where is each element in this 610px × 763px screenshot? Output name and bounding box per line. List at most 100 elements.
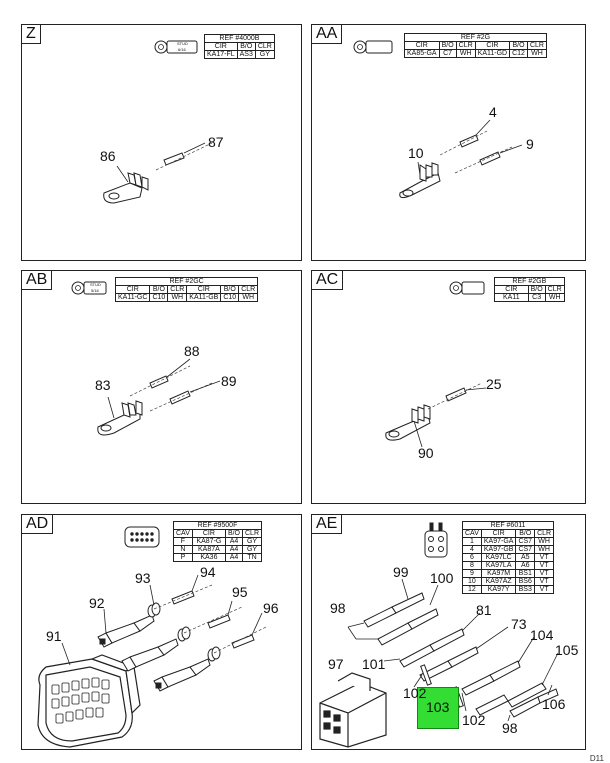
ring-terminal (103, 172, 149, 204)
cell: GY (241, 537, 263, 546)
cell: KA85-GA (404, 49, 440, 58)
col-header: CAV (462, 529, 482, 538)
callout-93: 93 (135, 570, 151, 586)
panel-ae: AE (311, 514, 586, 750)
col-header: B/O (438, 41, 457, 50)
callout-103: 103 (426, 699, 450, 715)
callout-102: 102 (403, 685, 427, 701)
callout-87: 87 (208, 134, 224, 150)
cell: 9 (462, 569, 482, 578)
cell: 4 (462, 545, 482, 554)
col-header: CIR (186, 285, 222, 294)
panel-ab: AB REF #2GC CIR B/O CLR CIR (21, 270, 302, 504)
col-header: B/O (236, 42, 256, 51)
cell: F (173, 537, 193, 546)
col-header: B/O (509, 41, 528, 50)
reference-table: REF #2GC CIR B/O CLR CIR B/O CLR KA11-GC… (114, 277, 259, 302)
cell: 10 (462, 577, 482, 586)
callout-94: 94 (200, 564, 216, 580)
ring-terminal-icon (353, 40, 393, 54)
ring-terminal (97, 400, 143, 436)
reference-table: REF #2GB CIR B/O CLR KA11 C3 WH (494, 277, 565, 302)
table-row: N KA87A A4 GY (173, 545, 263, 554)
cell: A4 (224, 537, 244, 546)
cell: CS7 (515, 537, 536, 546)
col-header: B/O (220, 285, 240, 294)
cell: VT (534, 553, 555, 562)
panel-tag: AC (312, 271, 344, 290)
ref-title: REF #2G (404, 33, 547, 42)
col-header: CLR (241, 529, 263, 538)
table-row: KA85-GA C7 WH KA11-GD C12 WH (404, 49, 547, 58)
col-header: B/O (527, 285, 546, 294)
col-header: CLR (534, 529, 555, 538)
panel-tag: AD (22, 515, 54, 534)
table-row: KA11-GC C10 WH KA11-GB C10 WH (114, 293, 259, 302)
cell: A5 (515, 553, 536, 562)
ref-title: REF #4000B (204, 34, 275, 43)
cell: P (173, 553, 193, 562)
cell: KA11 (494, 293, 529, 302)
cell: KA97-GA (480, 537, 517, 546)
col-header: CIR (480, 529, 517, 538)
callout-99: 99 (393, 564, 409, 580)
cell: KA97LA (480, 561, 517, 570)
ref-title: REF #6011 (461, 521, 555, 530)
cell: C10 (149, 293, 169, 302)
cell: VT (534, 561, 555, 570)
cell: C3 (527, 293, 546, 302)
col-header: CIR (404, 41, 440, 50)
col-header: CIR (204, 42, 238, 51)
callout-83: 83 (95, 377, 111, 393)
col-header: CLR (167, 285, 188, 294)
panel-tag: AE (312, 515, 343, 534)
wire-seal (459, 134, 501, 166)
cell: C10 (220, 293, 240, 302)
callout-90: 90 (418, 445, 434, 461)
ref-title: REF #2GC (114, 277, 259, 286)
highlight-box (417, 687, 459, 729)
callout-73: 73 (511, 616, 527, 632)
reference-table: REF #2G CIR B/O CLR CIR B/O CLR KA85-GA … (404, 33, 547, 58)
terminal (121, 638, 179, 672)
callout-104: 104 (530, 627, 554, 643)
ref-title: REF #2GB (494, 277, 565, 286)
wire-seal (445, 387, 467, 402)
col-header: CLR (238, 285, 259, 294)
col-header: CLR (526, 41, 547, 50)
reference-table: REF #4000B CIR B/O CLR KA17-FL AS3 GY (204, 34, 275, 59)
col-header: CAV (173, 529, 193, 538)
callout-9: 9 (526, 136, 534, 152)
cell: KA97Y (480, 585, 517, 594)
cell: KA11-GB (186, 293, 222, 302)
connector-icon (424, 522, 448, 558)
cell: KA97LC (480, 553, 517, 562)
col-header: B/O (515, 529, 536, 538)
cell: VT (534, 569, 555, 578)
callout-95: 95 (232, 584, 248, 600)
callout-89: 89 (221, 373, 237, 389)
wire-seal (147, 602, 221, 662)
cell: 12 (462, 585, 482, 594)
callout-25: 25 (486, 376, 502, 392)
panel-z: Z REF #4000B CIR B/O CLR (21, 24, 302, 261)
col-header: CIR (191, 529, 226, 538)
cell: KA87A (191, 545, 226, 554)
terminal-illustration (385, 281, 487, 448)
callout-91: 91 (46, 628, 62, 644)
cell: A4 (224, 553, 244, 562)
cell: CS7 (515, 545, 536, 554)
ring-terminal-icon (71, 281, 107, 295)
cell: GY (254, 50, 275, 59)
callout-97: 97 (328, 656, 344, 672)
cell: 6 (462, 553, 482, 562)
cell: WH (167, 293, 188, 302)
stud-label: STUD (177, 41, 188, 46)
panel-tag: AB (22, 271, 53, 290)
callout-106: 106 (542, 696, 566, 712)
callout-88: 88 (184, 343, 200, 359)
